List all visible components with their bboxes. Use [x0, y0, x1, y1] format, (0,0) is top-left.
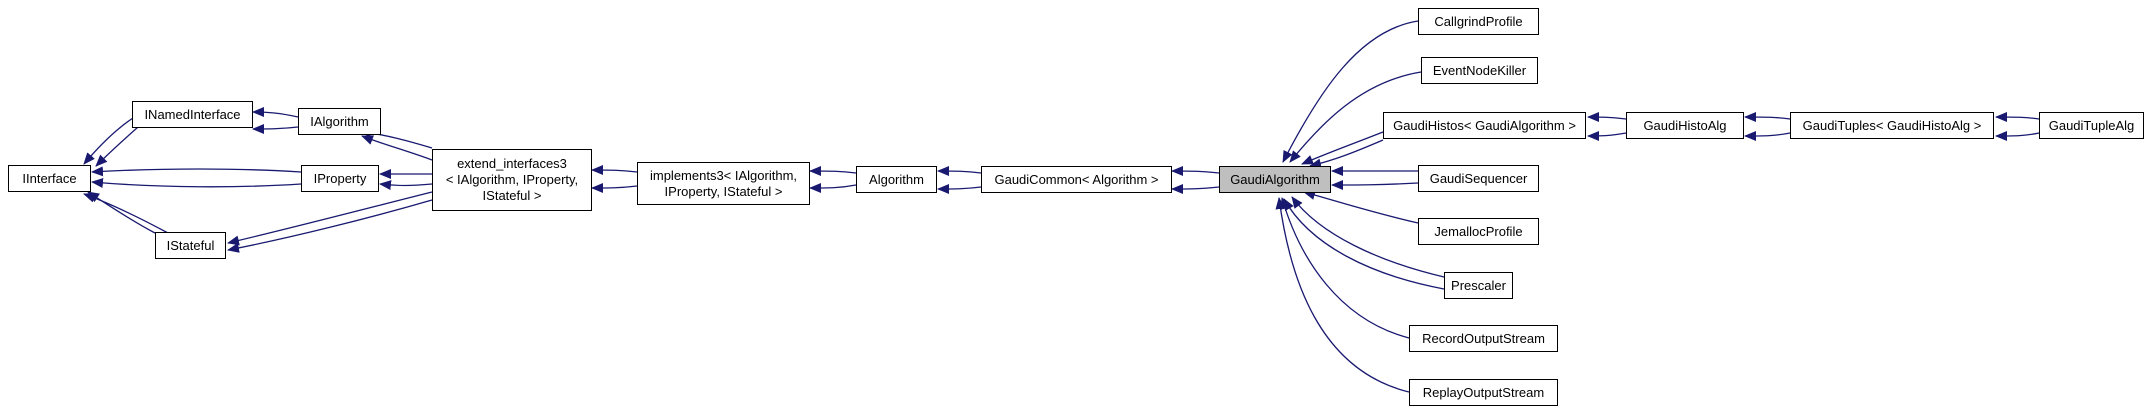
node-gaudialgorithm[interactable]: GaudiAlgorithm	[1219, 166, 1331, 193]
edge-gaudihistos-gaudialgorithm-2	[1309, 139, 1384, 169]
edge-implements3-extend	[591, 165, 638, 176]
edge-gaudihistos-gaudialgorithm	[1301, 131, 1384, 165]
node-implements3[interactable]: implements3< IAlgorithm, IProperty, ISta…	[637, 162, 810, 205]
node-label: GaudiHistoAlg	[1643, 117, 1727, 133]
node-algorithm[interactable]: Algorithm	[856, 166, 937, 193]
edge-algorithm-implements3	[809, 166, 857, 177]
node-iproperty[interactable]: IProperty	[301, 165, 379, 192]
node-label: RecordOutputStream	[1422, 330, 1545, 346]
node-label: GaudiSequencer	[1429, 170, 1528, 186]
node-label: CallgrindProfile	[1434, 13, 1523, 29]
node-istateful[interactable]: IStateful	[155, 232, 226, 259]
edge-implements3-extend-2	[591, 182, 638, 193]
edge-gaudituples-gaudihistoalg	[1744, 112, 1791, 123]
node-label: JemallocProfile	[1434, 223, 1523, 239]
node-gaudihistoalg[interactable]: GaudiHistoAlg	[1626, 112, 1744, 139]
node-prescaler[interactable]: Prescaler	[1444, 272, 1513, 299]
node-label-line-2: IProperty, IStateful >	[664, 183, 783, 199]
node-label: IStateful	[166, 237, 215, 253]
edge-inamedinterface-iinterface	[83, 117, 134, 165]
node-label-line-1: extend_interfaces3	[457, 156, 567, 171]
edge-gaudicommon-algorithm-2	[937, 183, 982, 194]
node-gaudituplealg[interactable]: GaudiTupleAlg	[2039, 112, 2144, 139]
edge-callgrind-gaudialgorithm	[1282, 20, 1419, 163]
edge-gaudicommon-algorithm	[937, 166, 982, 177]
node-gaudihistos[interactable]: GaudiHistos< GaudiAlgorithm >	[1383, 112, 1586, 139]
node-gaudisequencer[interactable]: GaudiSequencer	[1418, 165, 1539, 192]
node-label-line-2: < IAlgorithm, IProperty,	[445, 172, 579, 187]
node-gaudituples[interactable]: GaudiTuples< GaudiHistoAlg >	[1790, 112, 1994, 139]
edge-istateful-iinterface-2	[83, 192, 169, 234]
edge-gaudituples-gaudihistoalg-2	[1744, 130, 1791, 141]
edge-algorithm-implements3-2	[809, 182, 857, 193]
node-iinterface[interactable]: IInterface	[8, 165, 91, 192]
edge-gaudihistoalg-gaudihistos-2	[1587, 130, 1627, 141]
edge-replayoutputstream-gaudialgorithm	[1275, 197, 1410, 393]
edge-eventnodekiller-gaudialgorithm	[1289, 71, 1422, 163]
node-replayoutputstream[interactable]: ReplayOutputStream	[1409, 379, 1558, 406]
edge-prescaler-gaudialgorithm-2	[1283, 198, 1445, 290]
edge-jemalloc-gaudialgorithm	[1303, 190, 1419, 224]
node-label: Prescaler	[1451, 277, 1506, 293]
edge-ialgorithm-inamedinterface-2	[252, 123, 299, 134]
edge-gaudialgorithm-gaudicommon-2	[1171, 183, 1220, 194]
node-callgrindprofile[interactable]: CallgrindProfile	[1418, 8, 1539, 35]
edge-iproperty-iinterface-2	[91, 177, 302, 188]
node-label: GaudiAlgorithm	[1230, 171, 1320, 187]
node-label: GaudiCommon< Algorithm >	[994, 171, 1159, 187]
node-label: GaudiTupleAlg	[2048, 117, 2135, 133]
edge-gaudisequencer-gaudialgorithm-2	[1331, 179, 1419, 190]
node-gaudicommon[interactable]: GaudiCommon< Algorithm >	[981, 166, 1172, 193]
edge-extend-iproperty-2	[379, 180, 433, 191]
node-label: GaudiTuples< GaudiHistoAlg >	[1802, 117, 1982, 133]
node-label: IAlgorithm	[310, 113, 369, 129]
edge-recordoutputstream-gaudialgorithm	[1280, 197, 1410, 339]
node-ialgorithm[interactable]: IAlgorithm	[298, 108, 381, 135]
node-jemallocprofile[interactable]: JemallocProfile	[1418, 218, 1539, 245]
edge-extend-istateful	[227, 191, 433, 246]
node-label-line-1: implements3< IAlgorithm,	[649, 167, 798, 183]
node-label: GaudiHistos< GaudiAlgorithm >	[1393, 117, 1576, 133]
edge-iproperty-iinterface	[91, 166, 302, 177]
edge-extend-ialgorithm-2	[361, 135, 433, 161]
node-label: ReplayOutputStream	[1422, 384, 1545, 400]
node-label: IInterface	[22, 170, 77, 186]
edge-istateful-iinterface	[87, 191, 156, 234]
edge-ialgorithm-inamedinterface	[252, 107, 299, 118]
node-recordoutputstream[interactable]: RecordOutputStream	[1409, 325, 1558, 352]
node-eventnodekiller[interactable]: EventNodeKiller	[1421, 57, 1538, 84]
edge-gaudialgorithm-gaudicommon	[1171, 166, 1220, 177]
edge-extend-istateful-2	[227, 199, 433, 253]
node-inamedinterface[interactable]: INamedInterface	[132, 101, 253, 128]
node-label: INamedInterface	[144, 106, 241, 122]
node-label: EventNodeKiller	[1432, 62, 1527, 78]
edge-prescaler-gaudialgorithm	[1291, 196, 1445, 278]
edge-gaudihistoalg-gaudihistos	[1587, 112, 1627, 123]
node-label: IProperty	[313, 170, 367, 186]
node-label-line-3: IStateful >	[482, 188, 542, 203]
edge-gaudituplealg-gaudituples	[1995, 112, 2040, 123]
edge-gaudituplealg-gaudituples-2	[1995, 130, 2040, 141]
node-extend-interfaces3[interactable]: extend_interfaces3 < IAlgorithm, IProper…	[432, 149, 592, 211]
node-label: Algorithm	[869, 171, 924, 187]
